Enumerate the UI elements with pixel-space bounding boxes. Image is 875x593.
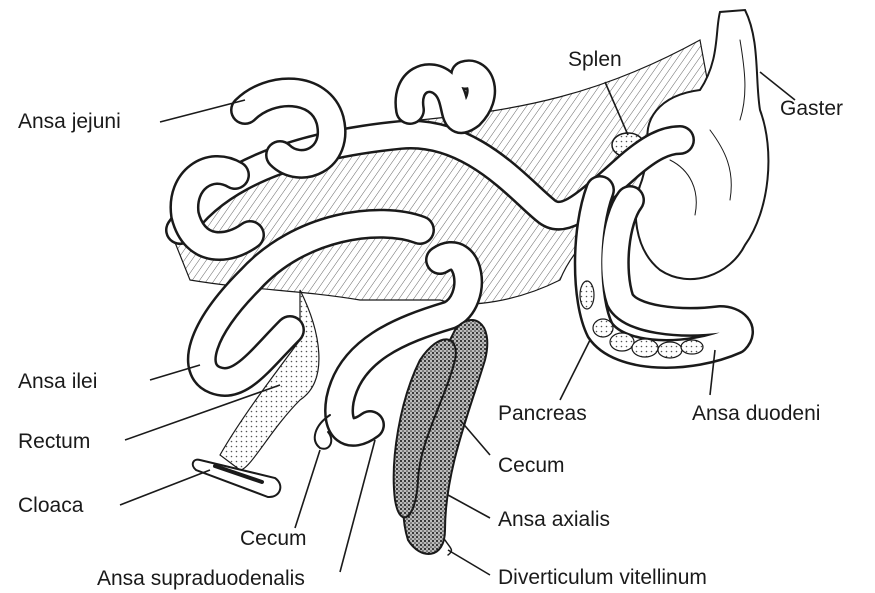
leader-cecum-right xyxy=(460,420,490,455)
label-pancreas: Pancreas xyxy=(498,402,587,425)
leader-cloaca xyxy=(120,470,210,505)
label-cecum-left: Cecum xyxy=(240,527,307,550)
label-gaster: Gaster xyxy=(780,97,843,120)
leader-gaster xyxy=(760,72,795,100)
leader-pancreas xyxy=(560,340,590,400)
label-ansa-axialis: Ansa axialis xyxy=(498,508,610,531)
label-splen: Splen xyxy=(568,48,622,71)
label-ansa-ilei: Ansa ilei xyxy=(18,370,97,393)
label-diverticulum-vitellinum: Diverticulum vitellinum xyxy=(498,566,707,589)
ansa-axialis-loop xyxy=(394,320,488,555)
label-ansa-supraduodenalis: Ansa supraduodenalis xyxy=(97,567,305,590)
leader-cecum-left xyxy=(295,450,320,528)
leader-diverticulum-vitellinum xyxy=(448,550,490,575)
leader-ansa-axialis xyxy=(448,495,490,518)
leader-ansa-supraduodenalis xyxy=(340,440,375,572)
label-cecum-right: Cecum xyxy=(498,454,565,477)
label-cloaca: Cloaca xyxy=(18,494,84,517)
label-ansa-jejuni: Ansa jejuni xyxy=(18,110,121,133)
label-rectum: Rectum xyxy=(18,430,90,453)
label-ansa-duodeni: Ansa duodeni xyxy=(692,402,820,425)
